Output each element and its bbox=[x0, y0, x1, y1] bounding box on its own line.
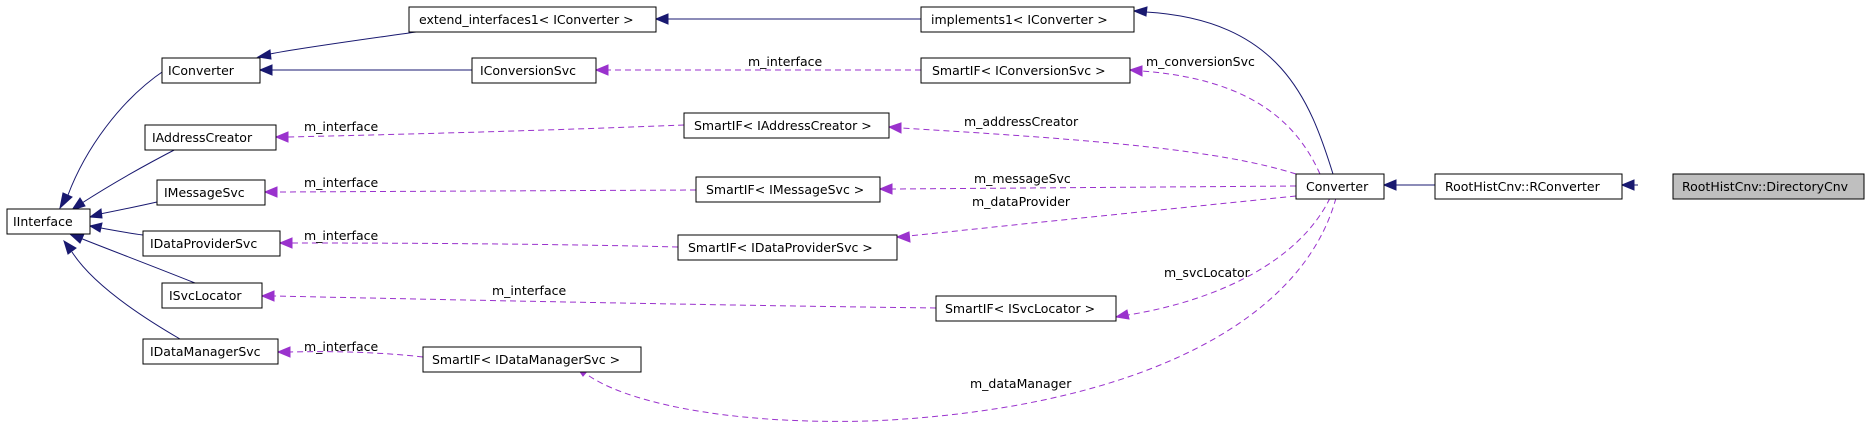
label-m-interface-addresscreator: m_interface bbox=[304, 119, 378, 134]
label-m-dataprovider: m_dataProvider bbox=[972, 194, 1071, 209]
edge-smartif-imessagesvc-imessagesvc bbox=[276, 189, 697, 193]
arrowhead-smartif-idatamanagersvc-idatamanagersvc bbox=[276, 346, 291, 358]
node-smartif-idataprovidersvc[interactable]: SmartIF< IDataProviderSvc > bbox=[677, 234, 898, 261]
label-m-messagesvc: m_messageSvc bbox=[974, 171, 1071, 186]
node-label: SmartIF< IMessageSvc > bbox=[706, 182, 864, 197]
node-label: SmartIF< IDataProviderSvc > bbox=[688, 240, 873, 255]
edge-smartif-isvclocator-isvclocator bbox=[273, 295, 937, 309]
arrowhead-smartif-iconversionsvc-iconversionsvc bbox=[594, 64, 609, 76]
node-label: Converter bbox=[1306, 179, 1369, 194]
node-label: SmartIF< IConversionSvc > bbox=[932, 63, 1106, 78]
label-m-interface-svclocator: m_interface bbox=[492, 283, 566, 298]
arrowhead-converter-smartif-idataprovidersvc bbox=[895, 231, 911, 243]
node-idatamanagersvc[interactable]: IDataManagerSvc bbox=[142, 338, 279, 365]
edge-isvclocator-iinterface bbox=[79, 237, 196, 284]
edge-idataprovidersvc-iinterface bbox=[100, 227, 144, 236]
arrowhead-converter-smartif-imessagesvc bbox=[878, 183, 893, 195]
node-smartif-iconversionsvc[interactable]: SmartIF< IConversionSvc > bbox=[920, 57, 1131, 84]
edge-smartif-iaddresscreator-iaddresscreator bbox=[287, 124, 685, 138]
node-label: RootHistCnv::RConverter bbox=[1445, 179, 1601, 194]
node-extend-interfaces1[interactable]: extend_interfaces1< IConverter > bbox=[408, 6, 657, 33]
node-implements1[interactable]: implements1< IConverter > bbox=[920, 6, 1135, 33]
node-smartif-idatamanagersvc[interactable]: SmartIF< IDataManagerSvc > bbox=[422, 346, 642, 373]
arrowhead-imessagesvc-iinterface bbox=[88, 208, 103, 219]
edge-converter-smartif-idatamanagersvc bbox=[584, 197, 1337, 422]
node-label: IDataProviderSvc bbox=[150, 236, 257, 251]
edge-imessagesvc-iinterface bbox=[99, 201, 158, 215]
node-label: SmartIF< IDataManagerSvc > bbox=[432, 352, 620, 367]
nodes: IInterface IConverter IAddressCreator IM… bbox=[6, 6, 1865, 373]
edge-converter-implements bbox=[1145, 11, 1334, 175]
arrowhead-smartif-idataprovidersvc-idataprovidersvc bbox=[278, 237, 293, 249]
node-isvclocator[interactable]: ISvcLocator bbox=[161, 282, 263, 309]
node-converter[interactable]: Converter bbox=[1295, 173, 1385, 200]
edge-iaddresscreator-iinterface bbox=[81, 146, 181, 204]
arrowhead-iaddresscreator-iinterface bbox=[70, 197, 86, 211]
arrowhead-idatamanagersvc-iinterface bbox=[63, 239, 77, 255]
node-idataprovidersvc[interactable]: IDataProviderSvc bbox=[142, 230, 281, 257]
label-m-interface-messagesvc: m_interface bbox=[304, 175, 378, 190]
edge-smartif-idatamanagersvc-idatamanagersvc bbox=[289, 351, 424, 358]
label-m-interface-dataprovidersvc: m_interface bbox=[304, 228, 378, 243]
label-m-interface-datamanagersvc: m_interface bbox=[304, 339, 378, 354]
arrowhead-iconversionsvc-iconverter bbox=[258, 64, 273, 76]
edge-iconverter-iinterface bbox=[67, 69, 166, 196]
arrowhead-implements-extend bbox=[654, 13, 669, 25]
node-imessagesvc[interactable]: IMessageSvc bbox=[156, 179, 266, 206]
arrowhead-iconverter-iinterface bbox=[59, 192, 73, 210]
edge-extend-iconverter bbox=[269, 29, 431, 55]
node-smartif-imessagesvc[interactable]: SmartIF< IMessageSvc > bbox=[695, 176, 881, 203]
node-label: SmartIF< ISvcLocator > bbox=[945, 301, 1095, 316]
node-label: IMessageSvc bbox=[164, 185, 245, 200]
edge-converter-smartif-iaddresscreator bbox=[900, 127, 1297, 175]
edge-converter-smartif-idataprovidersvc bbox=[908, 195, 1297, 237]
arrowhead-isvclocator-iinterface bbox=[68, 233, 85, 244]
node-label: extend_interfaces1< IConverter > bbox=[419, 12, 634, 27]
arrowhead-converter-implements bbox=[1132, 6, 1148, 17]
edge-converter-smartif-imessagesvc bbox=[891, 185, 1297, 190]
label-m-interface-conversionsvc: m_interface bbox=[748, 54, 822, 69]
node-iconverter[interactable]: IConverter bbox=[161, 57, 261, 84]
arrowhead-idataprovidersvc-iinterface bbox=[88, 222, 103, 233]
arrowhead-rconverter-converter bbox=[1382, 179, 1397, 191]
node-iconversionsvc[interactable]: IConversionSvc bbox=[471, 57, 597, 84]
node-label: RootHistCnv::DirectoryCnv bbox=[1682, 179, 1849, 194]
label-m-conversionsvc: m_conversionSvc bbox=[1146, 54, 1255, 69]
node-smartif-iaddresscreator[interactable]: SmartIF< IAddressCreator > bbox=[683, 112, 890, 139]
label-m-svclocator: m_svcLocator bbox=[1164, 265, 1251, 280]
node-smartif-isvclocator[interactable]: SmartIF< ISvcLocator > bbox=[935, 295, 1117, 322]
arrowhead-converter-smartif-isvclocator bbox=[1114, 309, 1130, 320]
node-label: SmartIF< IAddressCreator > bbox=[694, 118, 872, 133]
node-iinterface[interactable]: IInterface bbox=[6, 208, 91, 235]
label-m-datamanager: m_dataManager bbox=[970, 376, 1072, 391]
node-iaddresscreator[interactable]: IAddressCreator bbox=[144, 124, 277, 151]
node-label: ISvcLocator bbox=[169, 288, 242, 303]
edge-smartif-idataprovidersvc-idataprovidersvc bbox=[291, 242, 679, 248]
arrowhead-smartif-iaddresscreator-iaddresscreator bbox=[274, 131, 289, 143]
node-label: IInterface bbox=[13, 214, 73, 229]
arrowhead-smartif-isvclocator-isvclocator bbox=[260, 290, 275, 302]
edge-converter-smartif-iconversionsvc bbox=[1141, 70, 1321, 175]
arrowhead-converter-smartif-iaddresscreator bbox=[887, 122, 902, 134]
node-label: implements1< IConverter > bbox=[931, 12, 1108, 27]
arrowhead-directorycnv-rconverter bbox=[1620, 179, 1635, 191]
node-label: IDataManagerSvc bbox=[150, 344, 261, 359]
edge-labels: m_interface m_conversionSvc m_interface … bbox=[304, 54, 1255, 391]
node-rconverter[interactable]: RootHistCnv::RConverter bbox=[1434, 173, 1623, 200]
arrowhead-smartif-imessagesvc-imessagesvc bbox=[263, 186, 278, 198]
inheritance-edges bbox=[59, 6, 1638, 340]
arrowhead-converter-smartif-iconversionsvc bbox=[1128, 65, 1143, 77]
node-label: IAddressCreator bbox=[152, 130, 253, 145]
usage-edges bbox=[260, 64, 1337, 422]
edge-idatamanagersvc-iinterface bbox=[71, 251, 181, 340]
node-label: IConversionSvc bbox=[480, 63, 576, 78]
node-directorycnv[interactable]: RootHistCnv::DirectoryCnv bbox=[1672, 173, 1865, 200]
arrowhead-extend-iconverter bbox=[256, 49, 272, 60]
node-label: IConverter bbox=[168, 63, 235, 78]
edge-converter-smartif-isvclocator bbox=[1127, 197, 1331, 316]
label-m-addresscreator: m_addressCreator bbox=[964, 114, 1079, 129]
